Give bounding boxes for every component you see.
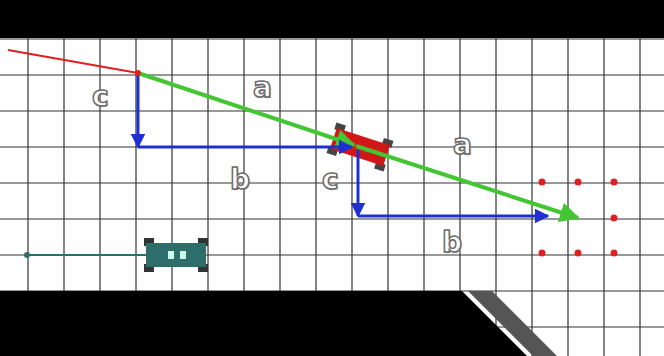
vector-label: c <box>92 83 109 111</box>
vector-label: a <box>453 131 472 159</box>
vector-label: b <box>230 166 250 194</box>
vector-label: a <box>253 74 272 102</box>
vector-label: b <box>442 229 462 257</box>
vector-label: c <box>322 166 339 194</box>
